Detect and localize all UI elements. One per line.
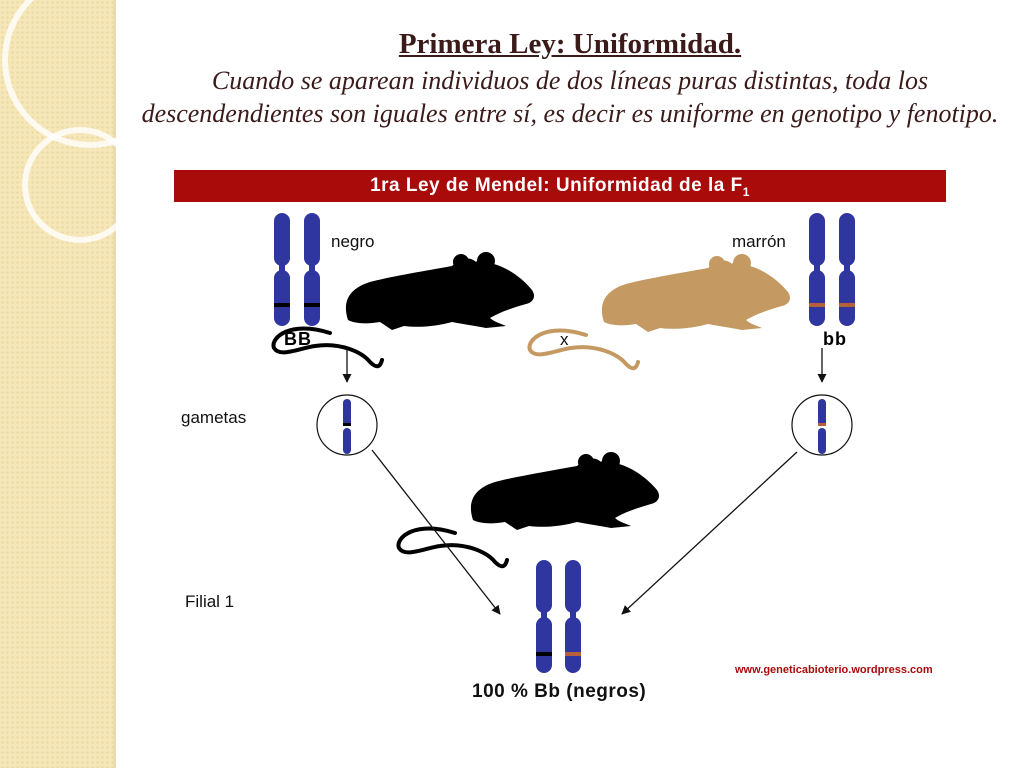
subtitle-line-2: descendendientes son iguales entre sí, e… <box>141 99 999 128</box>
allele-band-dominant <box>304 303 320 307</box>
genotype-left: BB <box>284 329 312 349</box>
slide-subtitle: Cuando se aparean individuos de dos líne… <box>116 64 1024 130</box>
chromosome-pair-left <box>274 213 320 326</box>
phenotype-label-left: negro <box>331 232 375 251</box>
decorative-rings <box>2 0 140 243</box>
cross-symbol: x <box>560 330 569 349</box>
genotype-right: bb <box>823 329 847 349</box>
arrow-left-to-offspring <box>371 449 501 615</box>
black-mouse-offspring <box>396 450 661 569</box>
gamete-right <box>791 394 853 456</box>
result-label: 100 % Bb (negros) <box>472 681 647 702</box>
chromosome-pair-offspring <box>536 560 581 673</box>
gametes-label: gametas <box>181 408 247 427</box>
allele-band-dominant <box>274 303 290 307</box>
filial-label: Filial 1 <box>185 592 235 611</box>
allele-band-recessive <box>565 652 581 656</box>
diagram-banner: 1ra Ley de Mendel: Uniformidad de la F1 <box>174 170 946 202</box>
allele-band-dominant <box>536 652 552 656</box>
gamete-left <box>316 394 378 456</box>
side-divider <box>113 0 116 768</box>
banner-text: 1ra Ley de Mendel: Uniformidad de la F <box>370 175 743 196</box>
phenotype-label-right: marrón <box>732 232 786 251</box>
source-url: www.geneticabioterio.wordpress.com <box>735 664 933 676</box>
decorative-side-strip <box>0 0 113 768</box>
allele-band-recessive <box>839 303 855 307</box>
arrow-right-to-offspring <box>621 451 798 615</box>
brown-mouse-parent <box>527 252 792 371</box>
slide-title: Primera Ley: Uniformidad. <box>398 28 742 60</box>
banner-subscript: 1 <box>742 184 750 199</box>
chromosome-pair-right <box>809 213 855 326</box>
subtitle-line-1: Cuando se aparean individuos de dos líne… <box>211 66 929 95</box>
allele-band-recessive <box>809 303 825 307</box>
